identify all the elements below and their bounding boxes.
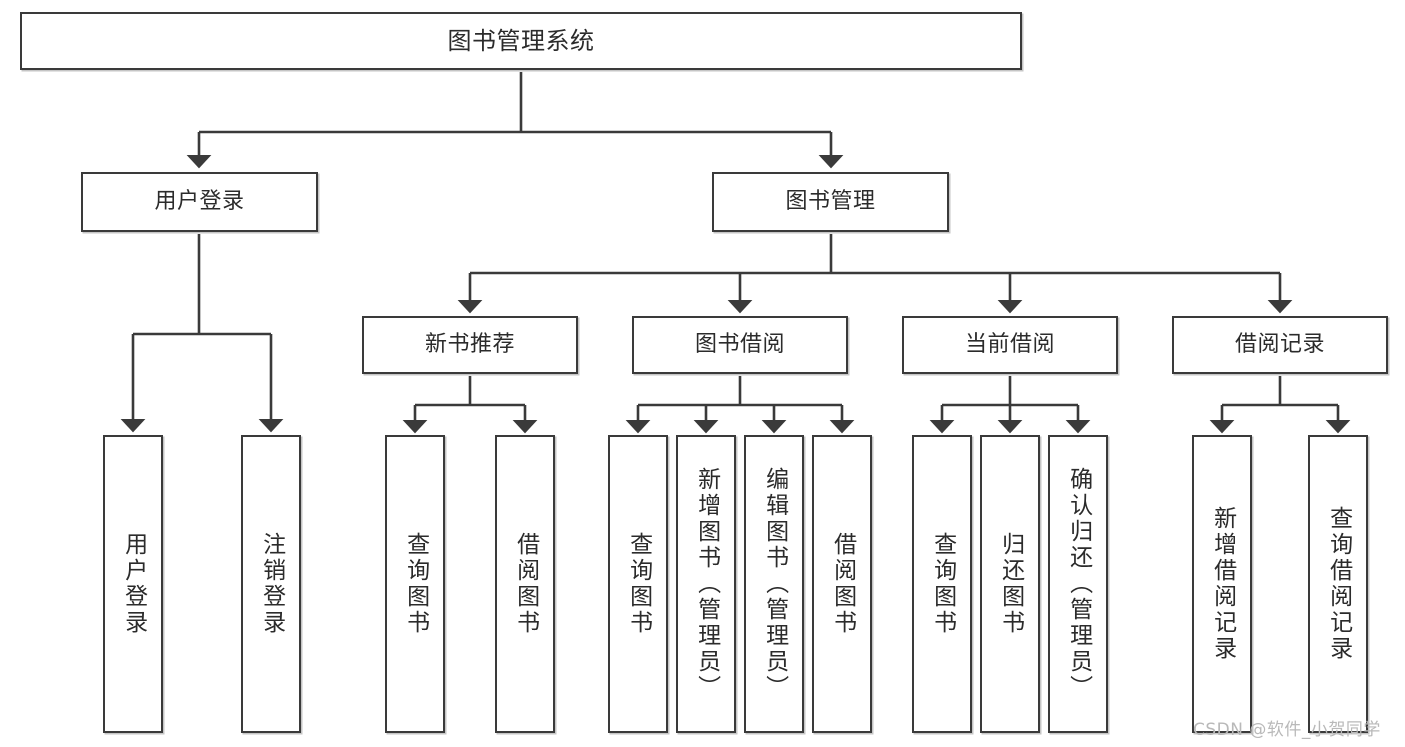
leaf-add-book-admin[interactable]: 新增图书（管理员）	[676, 435, 736, 733]
node-label: 注销登录	[258, 532, 285, 636]
leaf-query-borrow-record[interactable]: 查询借阅记录	[1308, 435, 1368, 733]
csdn-watermark: CSDN @软件_小贺同学	[1193, 720, 1381, 740]
node-current-borrow[interactable]: 当前借阅	[902, 316, 1118, 374]
node-label: 用户登录	[120, 532, 147, 636]
leaf-return-book[interactable]: 归还图书	[980, 435, 1040, 733]
leaf-user-login[interactable]: 用户登录	[103, 435, 163, 733]
node-label: 确认归还（管理员）	[1065, 467, 1092, 701]
leaf-confirm-return-admin[interactable]: 确认归还（管理员）	[1048, 435, 1108, 733]
leaf-query-book-current[interactable]: 查询图书	[912, 435, 972, 733]
node-label: 查询借阅记录	[1325, 506, 1352, 662]
node-label: 借阅图书	[512, 532, 539, 636]
node-label: 编辑图书（管理员）	[761, 467, 788, 701]
node-borrow-record[interactable]: 借阅记录	[1172, 316, 1388, 374]
node-label: 借阅图书	[829, 532, 856, 636]
node-label: 图书管理	[785, 189, 876, 215]
node-label: 图书管理系统	[447, 26, 595, 55]
node-label: 查询图书	[402, 532, 429, 636]
leaf-add-borrow-record[interactable]: 新增借阅记录	[1192, 435, 1252, 733]
node-label: 新增借阅记录	[1209, 506, 1236, 662]
leaf-query-book-recommend[interactable]: 查询图书	[385, 435, 445, 733]
node-label: 新书推荐	[424, 332, 515, 358]
leaf-edit-book-admin[interactable]: 编辑图书（管理员）	[744, 435, 804, 733]
node-user-login[interactable]: 用户登录	[81, 172, 318, 232]
node-root-system[interactable]: 图书管理系统	[20, 12, 1022, 70]
leaf-borrow-book-recommend[interactable]: 借阅图书	[495, 435, 555, 733]
node-book-management[interactable]: 图书管理	[712, 172, 949, 232]
node-new-book-recommend[interactable]: 新书推荐	[362, 316, 578, 374]
node-label: 借阅记录	[1234, 332, 1325, 358]
node-label: 新增图书（管理员）	[693, 467, 720, 701]
node-label: 查询图书	[929, 532, 956, 636]
leaf-borrow-book[interactable]: 借阅图书	[812, 435, 872, 733]
node-label: 归还图书	[997, 532, 1024, 636]
leaf-query-book-borrow[interactable]: 查询图书	[608, 435, 668, 733]
node-label: 用户登录	[154, 189, 245, 215]
node-label: 当前借阅	[964, 332, 1055, 358]
node-label: 图书借阅	[694, 332, 785, 358]
leaf-logout[interactable]: 注销登录	[241, 435, 301, 733]
node-book-borrow[interactable]: 图书借阅	[632, 316, 848, 374]
node-label: 查询图书	[625, 532, 652, 636]
